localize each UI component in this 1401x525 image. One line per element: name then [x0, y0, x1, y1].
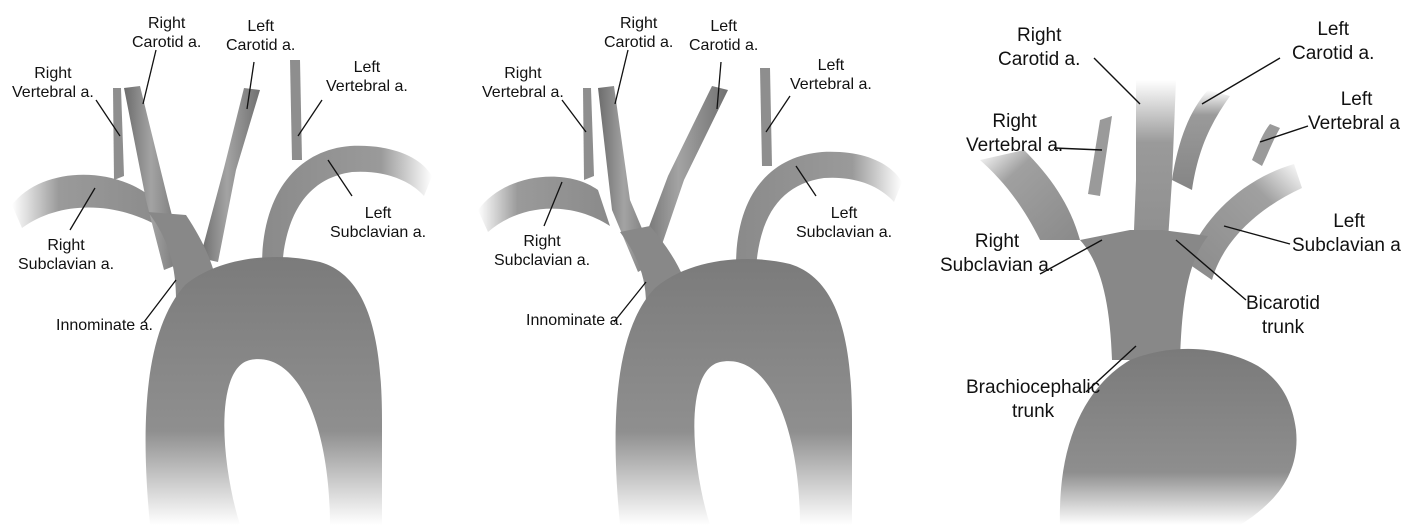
aortic-arch-body [146, 257, 382, 525]
brachiocephalic-trunk-vessel [1080, 230, 1208, 360]
left-vertebral-vessel [1252, 124, 1280, 166]
right-vertebral-vessel [583, 88, 594, 180]
right-subclavian-vessel [478, 177, 610, 232]
left-carotid-vessel [200, 88, 260, 262]
aortic-arch-body [616, 259, 852, 525]
left-carotid-vessel [1172, 90, 1230, 190]
label-innominate: Innominate a. [56, 316, 153, 335]
label-innominate: Innominate a. [526, 311, 623, 330]
right-subclavian-vessel [980, 150, 1080, 240]
left-vertebral-vessel [290, 60, 302, 160]
left-vertebral-vessel [760, 68, 772, 166]
right-vertebral-vessel [1088, 116, 1112, 196]
